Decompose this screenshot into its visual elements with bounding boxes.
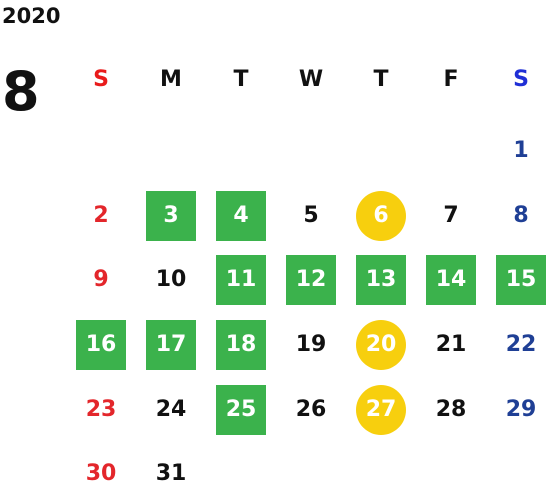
day-cell[interactable]: 19 xyxy=(295,332,327,357)
day-cell[interactable]: 9 xyxy=(93,267,109,292)
day-cell[interactable]: 13 xyxy=(356,255,406,305)
day-cell[interactable]: 21 xyxy=(435,332,467,357)
day-cell[interactable]: 2 xyxy=(93,203,109,228)
day-cell[interactable]: 7 xyxy=(443,203,459,228)
day-cell[interactable]: 29 xyxy=(505,397,537,422)
month-label: 8 xyxy=(2,60,40,123)
day-cell[interactable]: 24 xyxy=(155,397,187,422)
weekday-label: S xyxy=(513,67,529,92)
day-cell[interactable]: 5 xyxy=(303,203,319,228)
day-cell[interactable]: 23 xyxy=(85,397,117,422)
day-cell[interactable]: 12 xyxy=(286,255,336,305)
day-cell[interactable]: 10 xyxy=(155,267,187,292)
day-cell[interactable]: 14 xyxy=(426,255,476,305)
day-cell[interactable]: 20 xyxy=(356,320,406,370)
day-cell[interactable]: 6 xyxy=(356,191,406,241)
weekday-label: W xyxy=(298,67,324,92)
day-cell[interactable]: 11 xyxy=(216,255,266,305)
day-cell[interactable]: 3 xyxy=(146,191,196,241)
day-cell[interactable]: 30 xyxy=(85,461,117,486)
day-cell[interactable]: 26 xyxy=(295,397,327,422)
day-cell[interactable]: 1 xyxy=(513,138,529,163)
weekday-label: T xyxy=(233,67,249,92)
day-cell[interactable]: 25 xyxy=(216,385,266,435)
day-cell[interactable]: 27 xyxy=(356,385,406,435)
day-cell[interactable]: 8 xyxy=(513,203,529,228)
weekday-label: T xyxy=(373,67,389,92)
day-cell[interactable]: 16 xyxy=(76,320,126,370)
day-cell[interactable]: 15 xyxy=(496,255,546,305)
day-cell[interactable]: 28 xyxy=(435,397,467,422)
day-cell[interactable]: 31 xyxy=(155,461,187,486)
day-cell[interactable]: 22 xyxy=(505,332,537,357)
day-cell[interactable]: 4 xyxy=(216,191,266,241)
weekday-label: M xyxy=(160,67,182,92)
day-cell[interactable]: 17 xyxy=(146,320,196,370)
weekday-label: F xyxy=(443,67,459,92)
weekday-label: S xyxy=(93,67,109,92)
day-cell[interactable]: 18 xyxy=(216,320,266,370)
year-label: 2020 xyxy=(2,4,61,28)
